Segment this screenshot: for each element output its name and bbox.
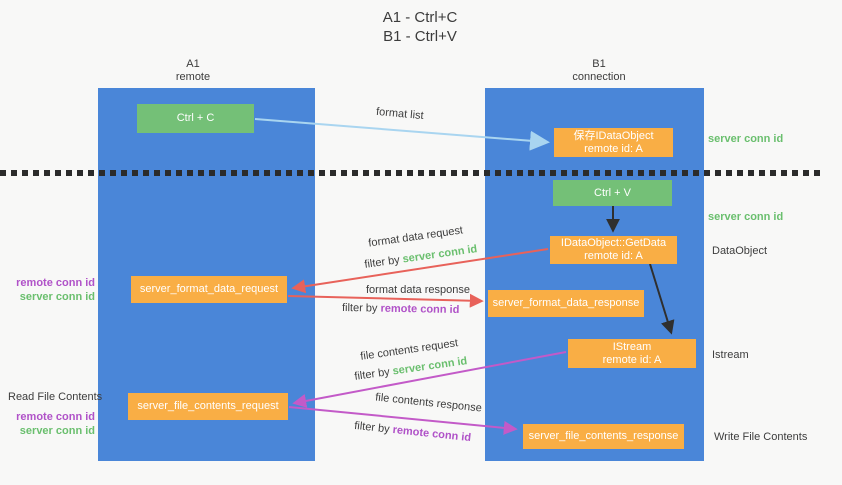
save-dataobject-box: 保存IDataObject remote id: A [554, 128, 673, 157]
ctrl-v-box: Ctrl + V [553, 180, 672, 206]
getdata-line1: IDataObject::GetData [560, 237, 667, 249]
server-conn-id-side-label-mid: server conn id [708, 211, 784, 223]
save-dataobject-line1: 保存IDataObject [573, 129, 654, 142]
read-file-contents-label: Read File Contents [8, 391, 103, 403]
getdata-line2: remote id: A [584, 250, 643, 262]
istream-box: IStream remote id: A [568, 339, 696, 368]
filter-by-text: filter by [353, 366, 391, 383]
left-column-role: remote [175, 71, 211, 83]
filter-by-remote-conn-id-label-1: filter by remote conn id [342, 302, 460, 316]
server-conn-id-text: server conn id [391, 355, 469, 378]
left-column-header: A1 remote [133, 58, 253, 84]
server-conn-id-side-label: server conn id [19, 291, 95, 303]
istream-line1: IStream [612, 340, 652, 353]
server-conn-id-side-label: server conn id [19, 425, 95, 437]
write-file-contents-label: Write File Contents [714, 431, 808, 443]
filter-by-text: filter by [353, 419, 391, 436]
file-request-label: server_file_contents_request [137, 400, 279, 412]
istream-line2: remote id: A [602, 353, 662, 366]
title-line-1: A1 - Ctrl+C [382, 9, 458, 26]
dataobject-side-label: DataObject [712, 245, 768, 257]
remote-conn-id-side-label: remote conn id [16, 411, 95, 423]
format-data-response-label: format data response [366, 284, 470, 296]
ctrl-v-label: Ctrl + V [594, 186, 631, 199]
ctrl-c-box: Ctrl + C [137, 104, 254, 133]
filter-by-text: filter by [341, 301, 378, 315]
format-data-request-label: format data request [367, 224, 464, 250]
format-request-label: server_format_data_request [139, 283, 279, 295]
format-response-label: server_format_data_response [492, 297, 640, 309]
right-column-role: connection [572, 71, 626, 83]
filter-by-remote-conn-id-label-2: filter by remote conn id [354, 420, 472, 444]
server-file-contents-request-box: server_file_contents_request [128, 393, 288, 420]
right-column-id: B1 [592, 58, 606, 70]
save-dataobject-line2: remote id: A [584, 142, 643, 155]
server-conn-id-side-label-top: server conn id [708, 133, 784, 145]
title-line-2: B1 - Ctrl+V [383, 28, 457, 45]
ctrl-c-label: Ctrl + C [176, 112, 215, 124]
idataobject-getdata-box: IDataObject::GetData remote id: A [550, 236, 677, 264]
server-format-data-response-box: server_format_data_response [488, 290, 644, 317]
right-column-header: B1 connection [539, 58, 659, 84]
istream-side-label: Istream [712, 349, 749, 361]
server-file-contents-response-box: server_file_contents_response [523, 424, 684, 449]
left-conn-id-pair-bottom: remote conn id server conn id [10, 410, 95, 438]
server-conn-id-text: server conn id [401, 243, 479, 266]
format-list-label: format list [375, 105, 425, 123]
file-contents-response-label: file contents response [374, 391, 483, 415]
format-data-response-arrow [287, 293, 484, 308]
remote-conn-id-text: remote conn id [380, 302, 460, 317]
remote-conn-id-side-label: remote conn id [16, 277, 95, 289]
server-format-data-request-box: server_format_data_request [131, 276, 287, 303]
left-conn-id-pair-top: remote conn id server conn id [10, 276, 95, 304]
filter-by-text: filter by [363, 254, 401, 271]
left-column-id: A1 [186, 58, 200, 70]
remote-conn-id-text: remote conn id [392, 423, 472, 445]
diagram-title: A1 - Ctrl+C B1 - Ctrl+V [330, 8, 510, 46]
file-response-label: server_file_contents_response [528, 430, 679, 442]
